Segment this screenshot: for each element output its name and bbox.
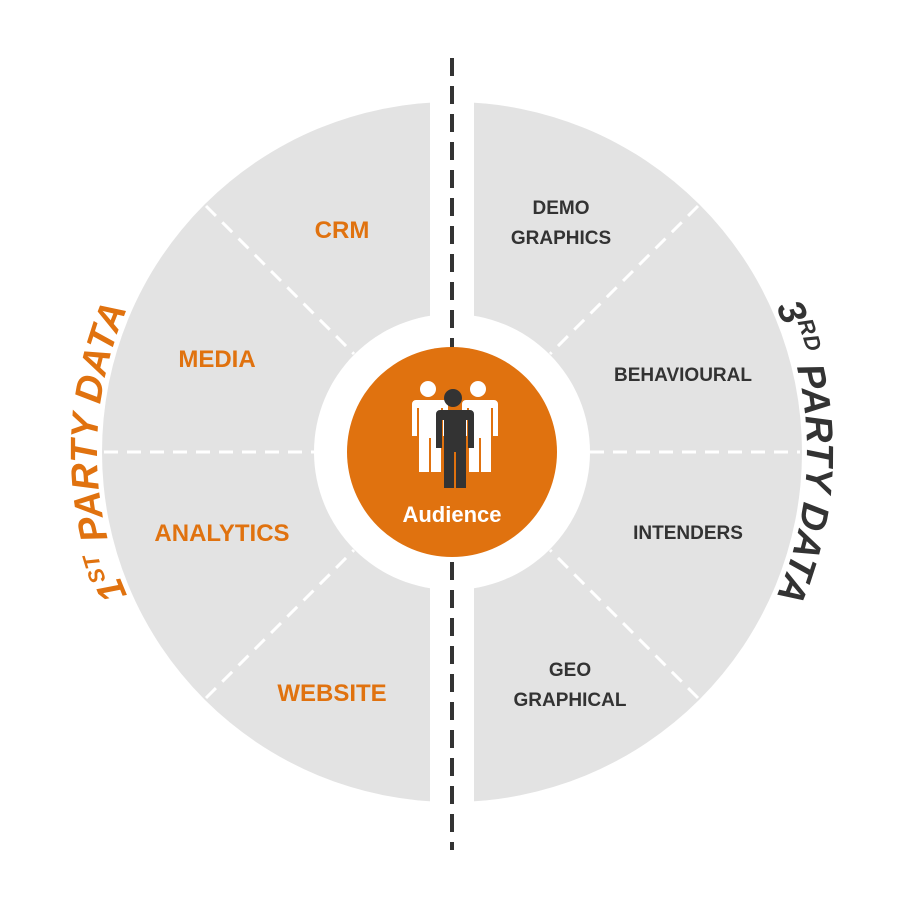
audience-label: Audience	[402, 502, 501, 527]
segment-geographical-line2: GRAPHICAL	[514, 690, 627, 711]
segment-website: WEBSITE	[277, 680, 386, 707]
segment-geographical-line1: GEO	[549, 660, 591, 681]
segment-behavioural: BEHAVIOURAL	[614, 365, 752, 386]
people-group-icon	[412, 381, 498, 488]
segment-dividers	[104, 204, 800, 700]
segment-media: MEDIA	[178, 346, 255, 373]
segment-intenders: INTENDERS	[633, 523, 743, 544]
segment-demographics-line2: GRAPHICS	[511, 228, 611, 249]
segment-analytics: ANALYTICS	[154, 520, 289, 547]
third-party-title-sup: RD	[793, 315, 827, 354]
segment-crm: CRM	[315, 217, 370, 244]
segment-demographics-line1: DEMO	[533, 198, 590, 219]
